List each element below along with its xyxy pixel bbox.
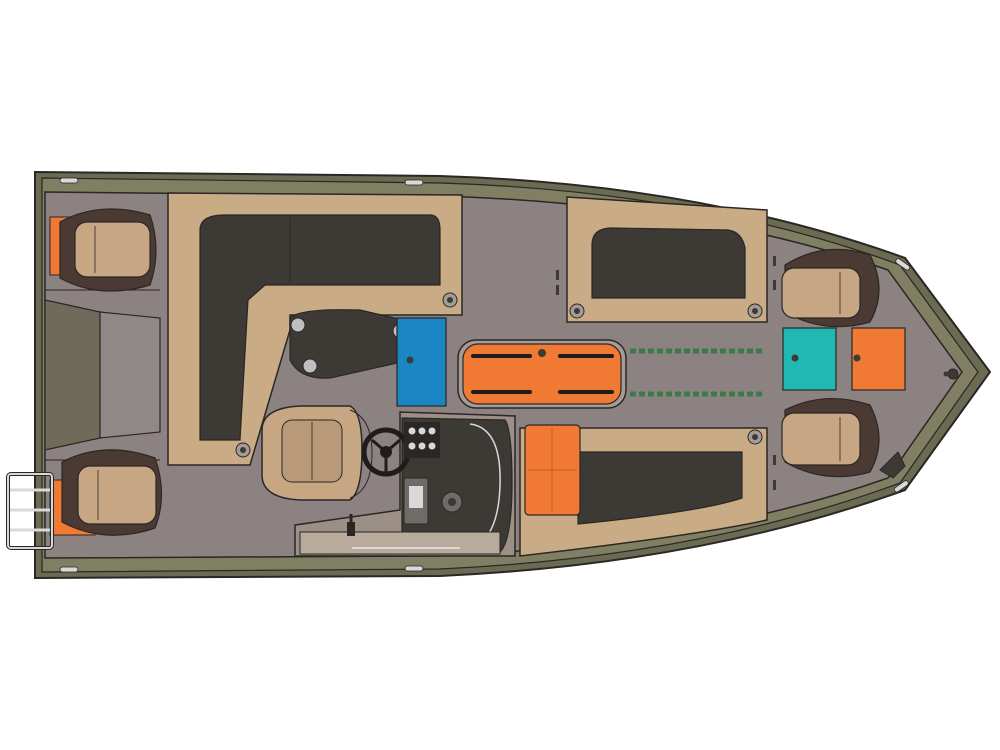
- boarding-ladder-icon[interactable]: [6, 472, 54, 550]
- pedestal-seat-icon[interactable]: [781, 398, 880, 478]
- bow-cleat-icon[interactable]: [943, 368, 959, 380]
- deck-straps: [630, 348, 765, 397]
- gunwale-cleats: [59, 177, 911, 573]
- forward-storage-bottom: [519, 424, 768, 557]
- livewell-hatch-icon[interactable]: [396, 317, 447, 407]
- console-seat-icon[interactable]: [261, 405, 373, 501]
- motor-well: [44, 299, 101, 451]
- cleat: [895, 258, 911, 271]
- storage-hatch-icon[interactable]: [851, 327, 906, 391]
- rod-locker-icon[interactable]: [457, 339, 627, 409]
- storage-hatch-icon[interactable]: [199, 214, 441, 441]
- deck-markers: [556, 256, 776, 490]
- cleat: [59, 566, 79, 573]
- cleat: [404, 565, 424, 572]
- storage-hatch-icon[interactable]: [577, 451, 743, 525]
- forward-storage-top: [566, 196, 768, 323]
- storage-hatch-icon[interactable]: [591, 227, 746, 299]
- pedestal-seat-icon[interactable]: [49, 208, 157, 292]
- cup-holder-icon: [441, 491, 463, 513]
- cleat: [404, 179, 424, 186]
- gauge-cluster: [404, 422, 440, 458]
- trolling-motor-mount-icon[interactable]: [879, 451, 906, 479]
- seat-cushion: [74, 221, 151, 278]
- seat-cushion: [77, 465, 157, 525]
- throttle-icon[interactable]: [347, 514, 355, 536]
- cleat: [59, 177, 79, 184]
- cleat: [893, 480, 909, 493]
- fish-finder-icon[interactable]: [403, 477, 429, 525]
- pedestal-seat-icon[interactable]: [781, 248, 880, 328]
- stern-step: [99, 311, 161, 439]
- stern-well: [44, 289, 161, 461]
- pedestal-seat-icon[interactable]: [49, 449, 163, 536]
- storage-hatch-icon[interactable]: [782, 327, 837, 391]
